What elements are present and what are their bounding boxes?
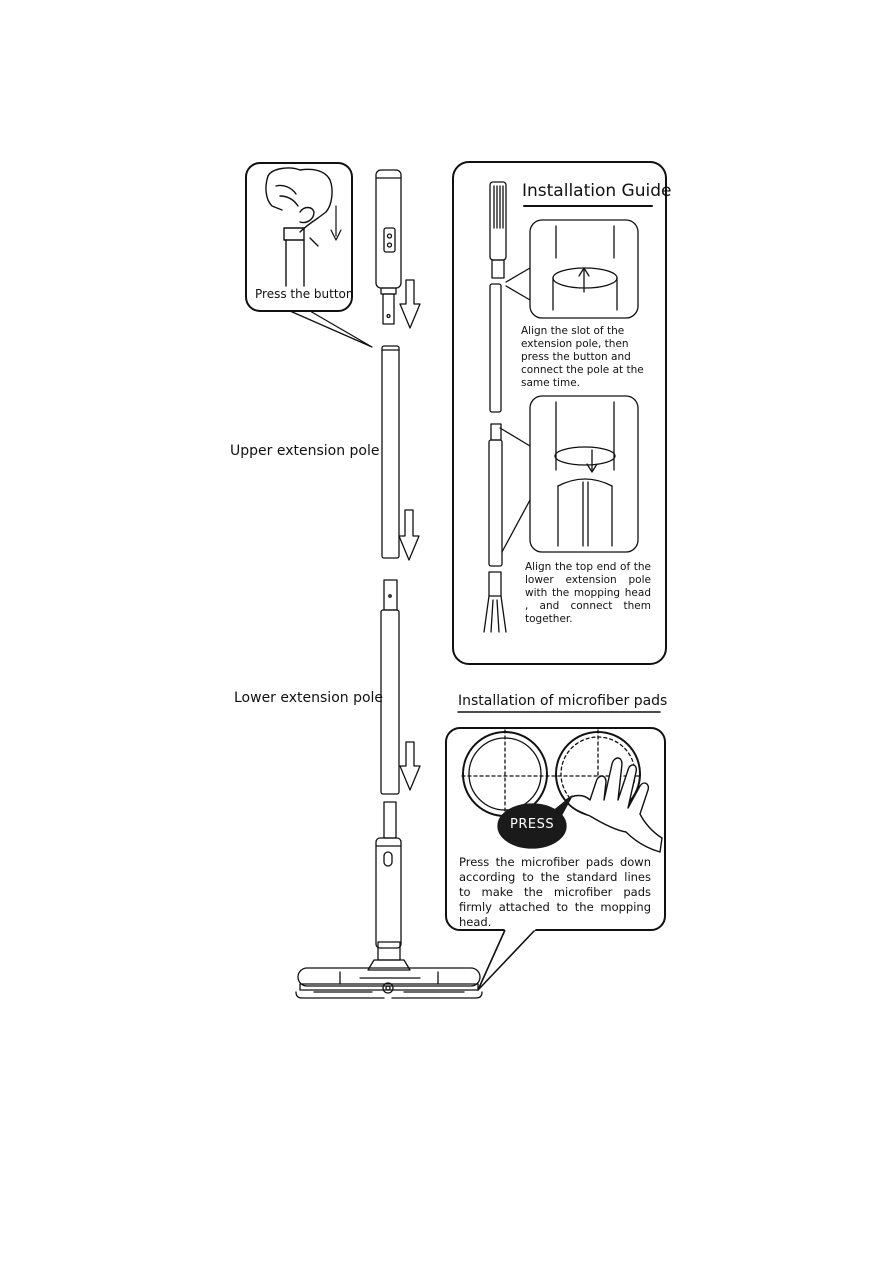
guide-upper-pole-icon xyxy=(489,283,502,413)
microfiber-title: Installation of microfiber pads xyxy=(458,693,668,709)
press-button-caption: Press the button xyxy=(255,287,354,301)
press-label: PRESS xyxy=(510,817,555,832)
handle-icon xyxy=(375,169,402,325)
hand-icon xyxy=(565,757,663,853)
press-button-callout-box xyxy=(245,162,373,348)
mop-body-icon xyxy=(367,801,411,971)
down-arrow-icon xyxy=(399,279,421,329)
microfiber-instruction: Press the microfiber pads down according… xyxy=(459,855,651,929)
mopping-head-icon xyxy=(295,967,483,999)
down-arrow-icon xyxy=(399,741,421,791)
guide-lower-pole-icon xyxy=(488,423,503,567)
installation-guide-box xyxy=(452,161,667,665)
down-arrow-icon xyxy=(398,509,420,561)
top-end-detail-icon xyxy=(499,395,639,553)
installation-guide-title: Installation Guide xyxy=(522,181,672,201)
upper-pole-label: Upper extension pole xyxy=(230,443,380,459)
microfiber-box xyxy=(445,727,666,991)
press-bubble-icon xyxy=(497,795,573,849)
lower-pole-label: Lower extension pole xyxy=(234,690,384,706)
upper-pole-icon xyxy=(381,345,400,559)
hand-pressing-icon xyxy=(265,167,342,287)
slot-detail-icon xyxy=(505,219,639,319)
guide-step2-text: Align the top end of the lower extension… xyxy=(525,561,651,625)
guide-mop-neck-icon xyxy=(483,571,507,633)
guide-step1-text: Align the slot of the extension pole, th… xyxy=(521,325,644,389)
lower-pole-icon xyxy=(380,579,400,795)
guide-handle-icon xyxy=(489,181,507,279)
